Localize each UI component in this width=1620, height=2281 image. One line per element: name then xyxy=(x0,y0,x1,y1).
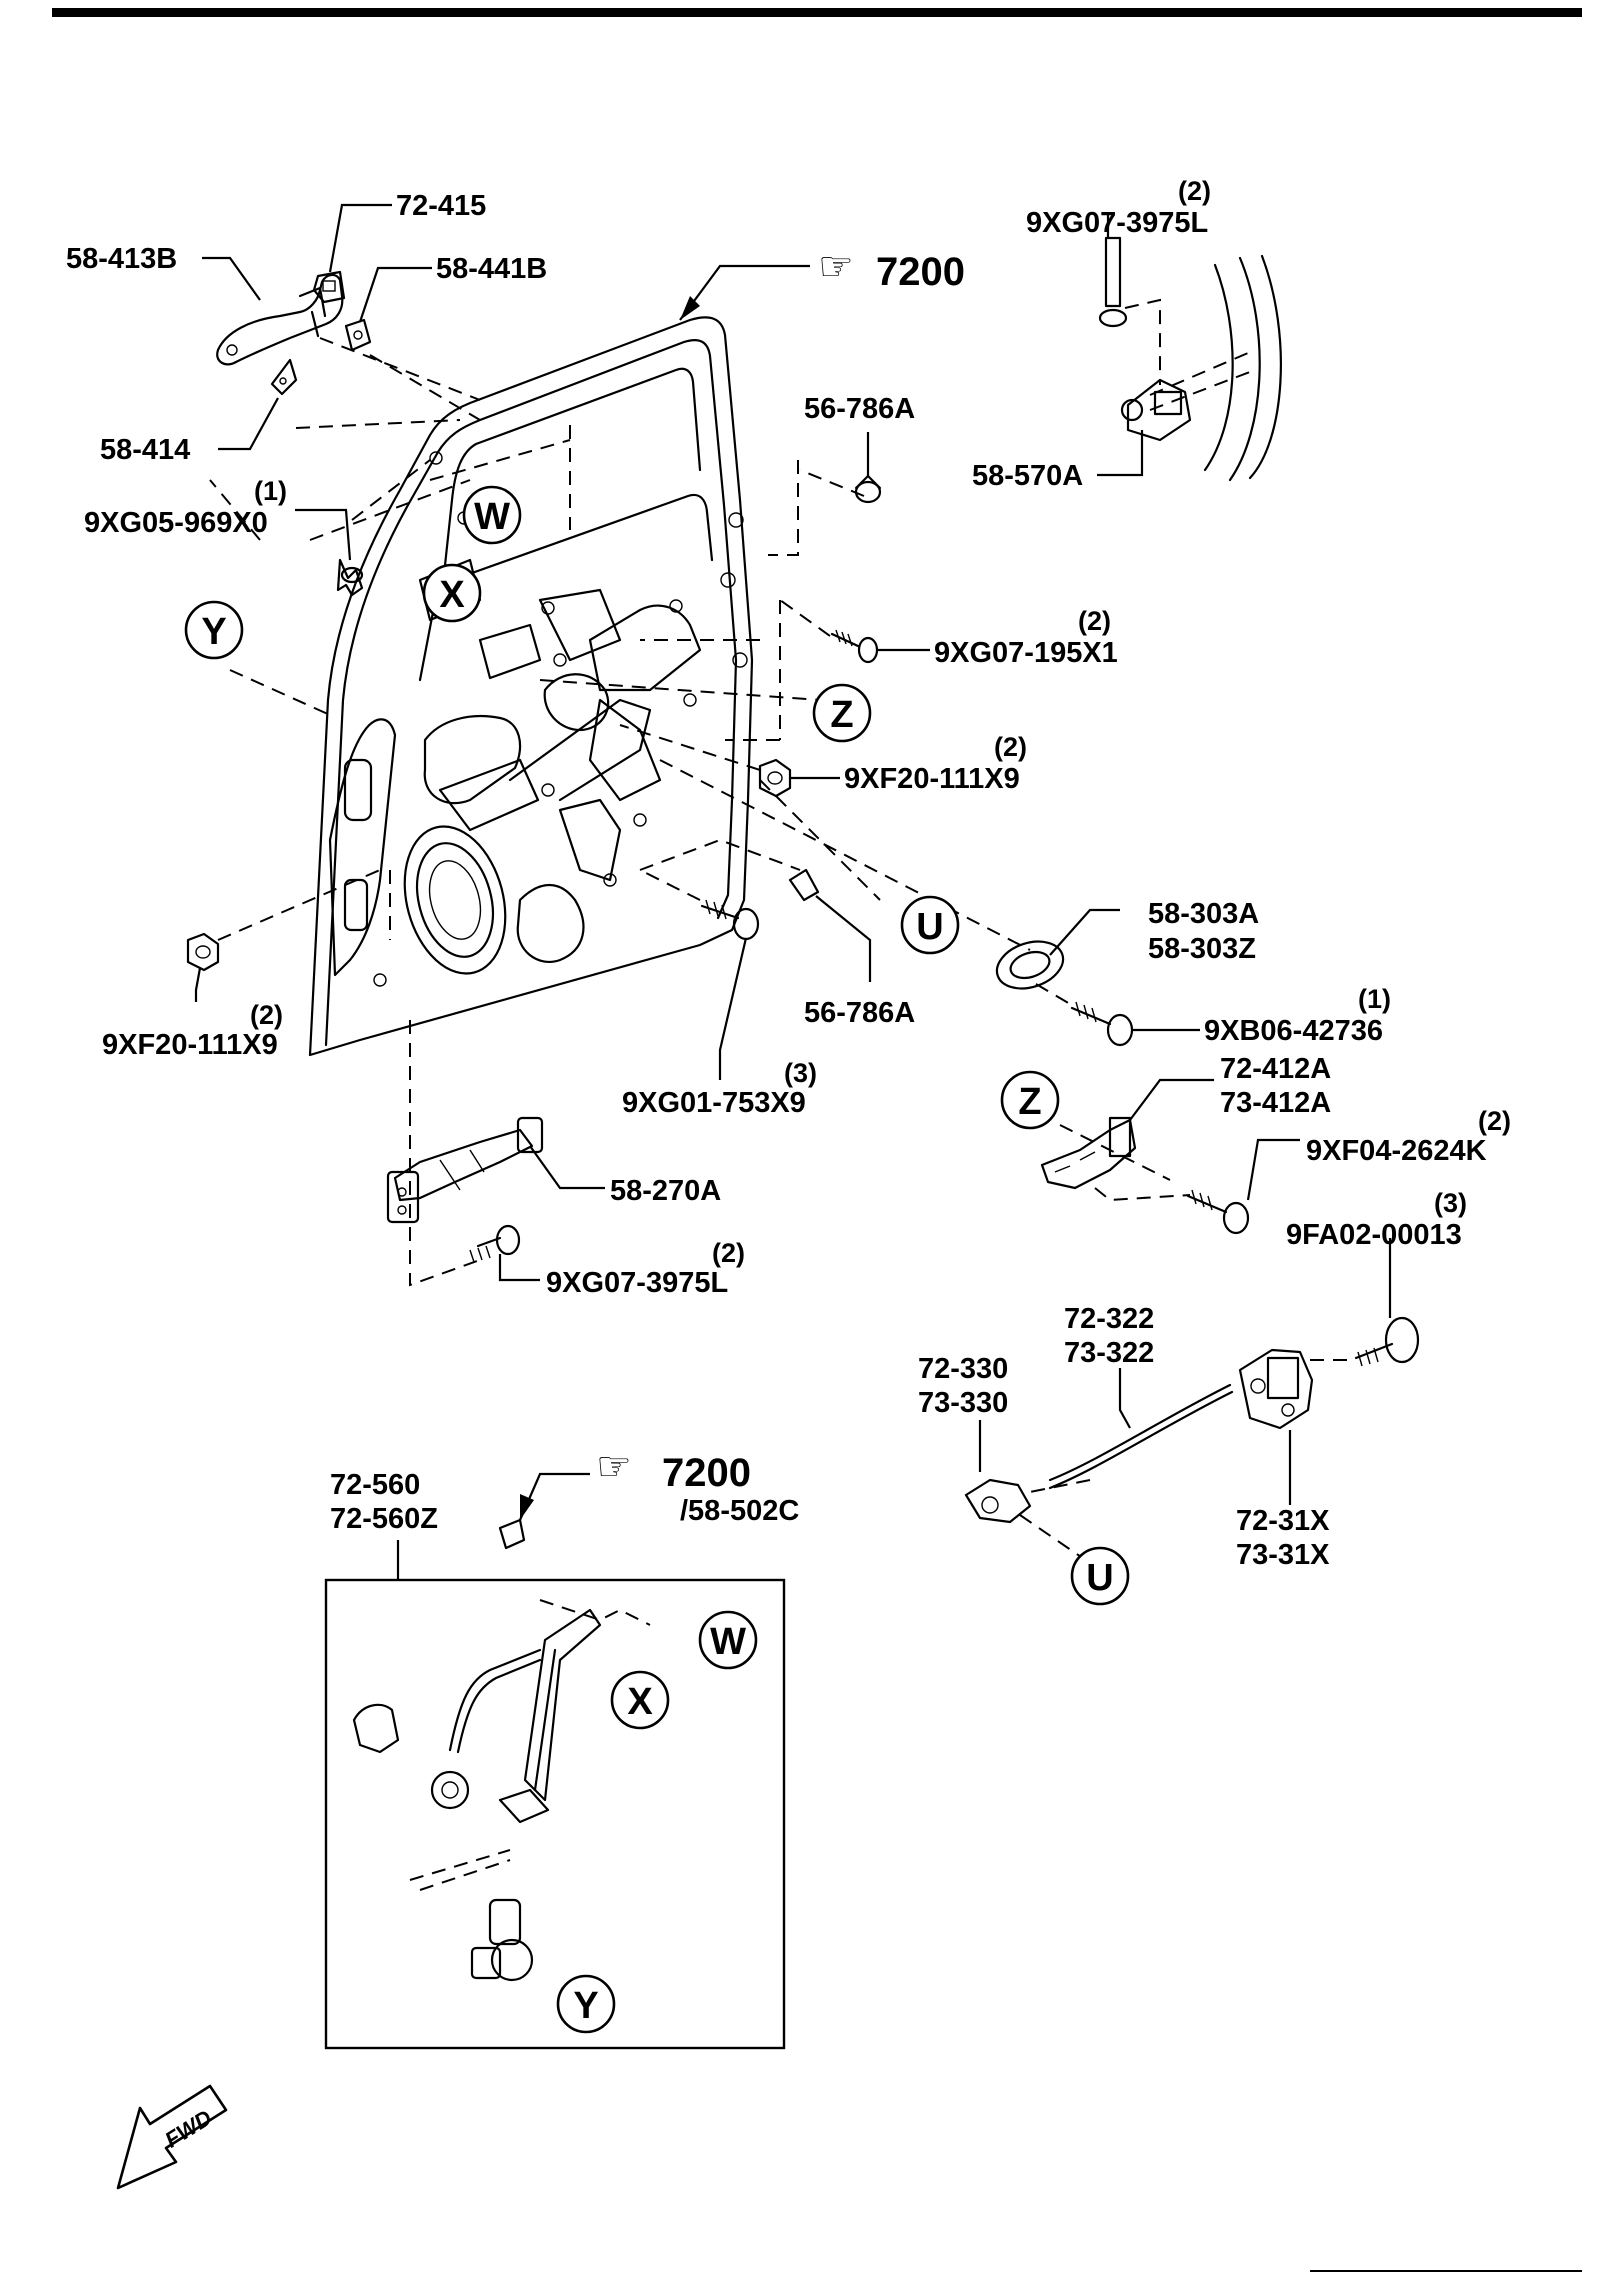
nut-right xyxy=(758,758,792,798)
callout-58-303z: 58-303Z xyxy=(1148,933,1256,965)
marker-y-upper: Y xyxy=(184,600,244,660)
callout-nut-right: 9XF20-111X9 xyxy=(844,763,1020,795)
marker-u-lower: U xyxy=(1070,1546,1130,1606)
callout-9xg07-195x1: 9XG07-195X1 xyxy=(934,637,1118,669)
marker-z-upper: Z xyxy=(812,683,872,743)
handle-pad-58-414 xyxy=(270,358,298,396)
screw-9xg07-195x1 xyxy=(830,629,879,664)
callout-nut-left: 9XF20-111X9 xyxy=(102,1029,278,1061)
callout-9xg07-3975l-top: 9XG07-3975L xyxy=(1026,207,1208,239)
callout-screw-2624-qty: (2) xyxy=(1478,1106,1511,1136)
handle-bracket-72-415 xyxy=(312,270,346,304)
door-checker-58-270a xyxy=(386,1116,544,1224)
svg-text:Y: Y xyxy=(201,611,226,653)
callout-58-270a: 58-270A xyxy=(610,1175,721,1207)
striker-72-412a xyxy=(1040,1116,1191,1202)
inner-handle-72-31x xyxy=(1238,1348,1314,1430)
marker-x-lower: X xyxy=(610,1670,670,1730)
svg-text:U: U xyxy=(1086,1557,1113,1599)
callout-72-31x: 72-31X xyxy=(1236,1505,1330,1537)
svg-text:U: U xyxy=(916,906,943,948)
callout-9xg05-969x0: 9XG05-969X0 xyxy=(84,507,268,539)
marker-z-lower: Z xyxy=(1000,1070,1060,1130)
lock-knob-9fa02 xyxy=(1354,1316,1420,1367)
callout-58-414: 58-414 xyxy=(100,434,190,466)
svg-text:W: W xyxy=(710,1621,746,1663)
callout-9xf04-2624k: 9XF04-2624K xyxy=(1306,1135,1487,1167)
callout-72-412a: 72-412A xyxy=(1220,1053,1331,1085)
callout-58-502c: /58-502C xyxy=(680,1495,799,1527)
callout-56-786a-top: 56-786A xyxy=(804,393,915,425)
hinge-bolt xyxy=(1098,236,1128,328)
body-pillar-outline xyxy=(1149,254,1282,482)
callout-fa02-qty: (3) xyxy=(1434,1188,1467,1218)
svg-text:Y: Y xyxy=(573,1985,598,2027)
screw-9xb06 xyxy=(1070,1001,1134,1047)
callout-9fa02-00013: 9FA02-00013 xyxy=(1286,1219,1462,1251)
svg-text:X: X xyxy=(439,574,465,616)
callout-clip-qty: (1) xyxy=(254,476,287,506)
lock-rod-72-330 xyxy=(964,1478,1032,1524)
screw-9xf04-2624k xyxy=(1186,1189,1250,1235)
callout-9xg01-753x9: 9XG01-753X9 xyxy=(622,1087,806,1119)
ref-7200-top: 7200 xyxy=(876,250,965,294)
callout-73-330: 73-330 xyxy=(918,1387,1008,1419)
callout-73-322: 73-322 xyxy=(1064,1337,1154,1369)
clip-9xg05 xyxy=(336,558,364,597)
outer-handle xyxy=(216,273,344,366)
nut-left xyxy=(186,932,220,972)
callout-58-303a: 58-303A xyxy=(1148,898,1259,930)
callout-72-322: 72-322 xyxy=(1064,1303,1154,1335)
callout-nut-left-qty: (2) xyxy=(250,1000,283,1030)
grommet-58-303a xyxy=(995,940,1065,990)
fwd-arrow-icon: FWD xyxy=(116,2084,228,2190)
callout-72-415: 72-415 xyxy=(396,190,486,222)
callout-nut-right-qty: (2) xyxy=(994,732,1027,762)
callout-hinge-bolt-qty: (2) xyxy=(1178,176,1211,206)
ref-7200-regulator: 7200 xyxy=(662,1451,751,1495)
callout-72-560: 72-560 xyxy=(330,1469,420,1501)
bolt-9xg07-3975l xyxy=(469,1224,521,1263)
callout-9xg07-3975l-bottom: 9XG07-3975L xyxy=(546,1267,728,1299)
callout-58-413b: 58-413B xyxy=(66,243,177,275)
callout-72-330: 72-330 xyxy=(918,1353,1008,1385)
callout-checker-bolt-qty: (2) xyxy=(712,1238,745,1268)
cable-72-322 xyxy=(1048,1383,1234,1490)
door-panel xyxy=(308,316,754,1057)
clip-56-786a-top xyxy=(854,474,882,504)
marker-u-upper: U xyxy=(900,895,960,955)
svg-text:W: W xyxy=(474,496,510,538)
door-hinge-58-570a xyxy=(1120,298,1192,442)
dashed-guides xyxy=(209,337,1355,1571)
callout-58-570a: 58-570A xyxy=(972,460,1083,492)
svg-text:Z: Z xyxy=(1018,1081,1041,1123)
callout-73-412a: 73-412A xyxy=(1220,1087,1331,1119)
regulator-clip-58-502c xyxy=(498,1518,526,1550)
window-regulator-72-560 xyxy=(352,1599,651,1982)
callout-58-441b: 58-441B xyxy=(436,253,547,285)
ref-7200-top-icon: ☞ xyxy=(818,245,854,289)
marker-y-lower: Y xyxy=(556,1974,616,2034)
ref-7200-regulator-icon: ☞ xyxy=(596,1445,632,1489)
callout-73-31x: 73-31X xyxy=(1236,1539,1330,1571)
regulator-box xyxy=(324,1578,786,2050)
handle-pad-58-441b xyxy=(344,318,372,352)
leader-lines xyxy=(194,203,1392,1580)
callout-9xb06-42736: 9XB06-42736 xyxy=(1204,1015,1383,1047)
callout-screw-427-qty: (1) xyxy=(1358,984,1391,1014)
marker-w-upper: W xyxy=(462,485,522,545)
callout-bolt-753-qty: (3) xyxy=(784,1058,817,1088)
bolt-9xg01-753x9 xyxy=(700,899,760,941)
svg-text:X: X xyxy=(627,1681,653,1723)
clip-56-786a-bottom xyxy=(788,868,820,902)
marker-x-upper: X xyxy=(422,563,482,623)
svg-text:Z: Z xyxy=(830,694,853,736)
callout-72-560z: 72-560Z xyxy=(330,1503,438,1535)
top-border xyxy=(52,8,1582,17)
callout-56-786a-bottom: 56-786A xyxy=(804,997,915,1029)
marker-w-lower: W xyxy=(698,1610,758,1670)
callout-9xg07-195x1-qty: (2) xyxy=(1078,606,1111,636)
